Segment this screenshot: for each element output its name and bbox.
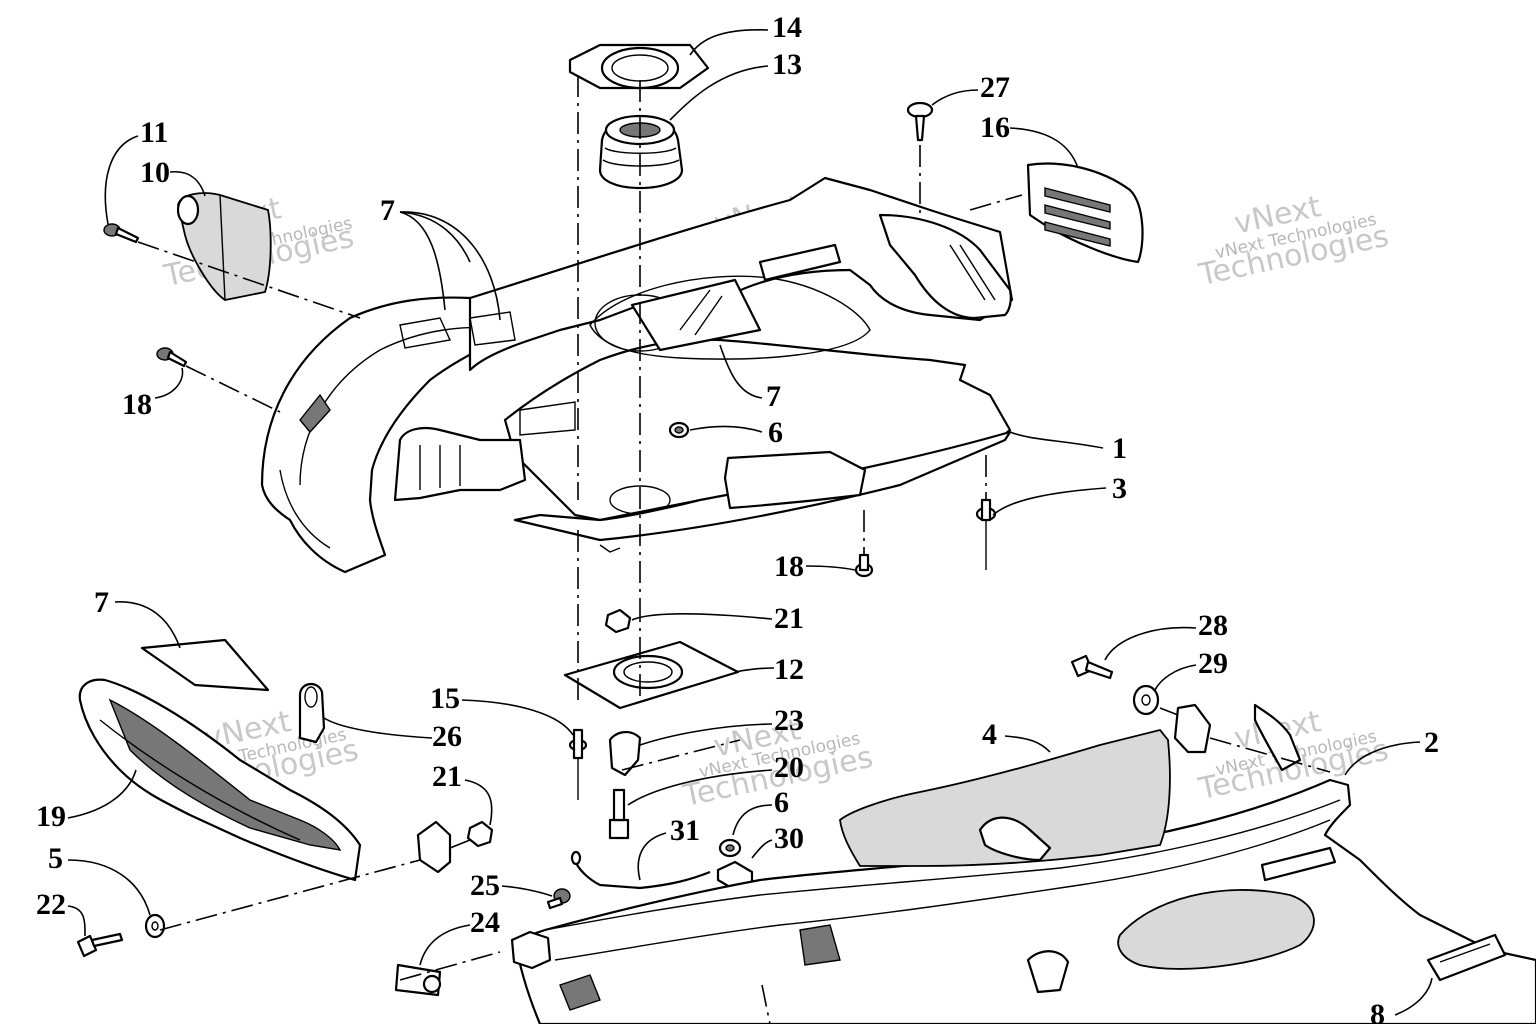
leader-line-group [67,29,1433,1016]
callout-14: 14 [772,11,802,44]
callout-18-upper: 18 [122,388,152,421]
callout-6-lower: 6 [774,786,789,819]
part-27-screw [906,101,934,142]
part-16-vent-grille [1026,162,1144,264]
callout-18-lower: 18 [774,550,804,583]
part-19-bumper [78,678,362,882]
callout-7-upper-left: 7 [380,194,395,227]
callout-24: 24 [470,906,500,939]
callout-26: 26 [432,720,462,753]
callout-20: 20 [774,751,804,784]
part-backing-plate-left [416,820,452,874]
callout-22: 22 [36,888,66,921]
part-20-bolt [608,788,630,840]
callout-7-window: 7 [766,380,781,413]
watermark-top-right: vNext Technologies vNext Technologies [1195,189,1392,293]
part-22-bolt [76,932,124,958]
callout-27: 27 [980,71,1010,104]
part-6-nut-lower [718,838,742,858]
part-3-rivet [975,498,997,570]
callout-30: 30 [774,822,804,855]
part-11-screw [103,223,140,244]
callout-8: 8 [1370,998,1385,1024]
part-10-socket-housing [176,192,272,301]
callout-11: 11 [140,116,168,149]
callout-10: 10 [140,156,170,189]
part-29-washer [1132,684,1160,716]
callout-21-upper: 21 [774,602,804,635]
callout-29: 29 [1198,647,1228,680]
callout-group: 14 13 27 16 11 10 7 7 18 6 1 3 18 7 21 1… [36,11,1439,1024]
callout-4: 4 [982,718,997,751]
part-21-nut-upper [604,608,632,634]
callout-7-lower: 7 [94,586,109,619]
callout-21-lower: 21 [432,760,462,793]
part-1-main-pan [260,176,1014,574]
centerline-group [137,75,1331,1024]
part-4-foam-pad [839,728,1171,867]
part-8-reflector-badge [1426,933,1507,982]
callout-1: 1 [1112,432,1127,465]
callout-28: 28 [1198,609,1228,642]
part-6-nut-upper [668,421,690,439]
part-18-fastener-lower [854,553,874,578]
callout-2: 2 [1424,726,1439,759]
part-14-gasket-plate [568,43,710,90]
callout-23: 23 [774,704,804,737]
callout-6-upper: 6 [768,416,783,449]
callout-16: 16 [980,111,1010,144]
part-13-grommet-boot [598,114,684,190]
part-28-bolt [1070,654,1114,680]
part-backing-plate-right [1173,703,1212,754]
part-7-decal-lower [140,638,270,692]
callout-31: 31 [670,814,700,847]
part-12-mount-plate [563,640,740,710]
part-31-cable [570,850,711,890]
callout-19: 19 [36,800,66,833]
callout-15: 15 [430,682,460,715]
part-23-clip [608,731,642,777]
part-21-nut-lower [466,820,494,848]
part-2-hood [510,703,1536,1024]
callout-13: 13 [772,48,802,81]
callout-5: 5 [48,842,63,875]
callout-25: 25 [470,869,500,902]
part-26-clamp [298,683,326,744]
callout-3: 3 [1112,472,1127,505]
part-5-washer [144,913,166,939]
part-15-rivet [568,728,588,800]
part-18-bolt-upper [156,347,188,368]
part-25-screw [546,888,571,910]
callout-12: 12 [774,653,804,686]
